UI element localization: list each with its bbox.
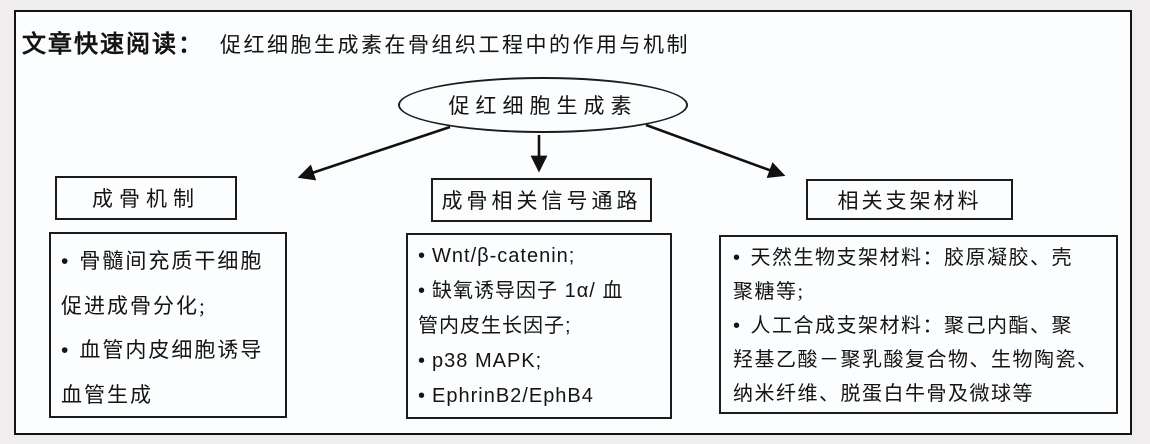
branch-title-signal-pathways: 成骨相关信号通路 xyxy=(431,178,652,222)
detail-box-scaffold-materials: •天然生物支架材料：胶原凝胶、壳 聚糖等; •人工合成支架材料：聚己内酯、聚 羟… xyxy=(719,235,1118,414)
list-item-text: 缺氧诱导因子 1α/ 血 管内皮生长因子; xyxy=(418,280,624,337)
root-node-label: 促红细胞生成素 xyxy=(448,94,638,118)
bullet-icon: • xyxy=(418,280,427,302)
list-item: •EphrinB2/EphB4 xyxy=(418,379,664,414)
bullet-icon: • xyxy=(418,385,427,407)
bullet-icon: • xyxy=(61,250,71,273)
branch-title-label: 成骨机制 xyxy=(92,187,200,211)
list-item: •缺氧诱导因子 1α/ 血 管内皮生长因子; xyxy=(418,274,664,344)
list-item-text: 血管内皮细胞诱导 血管生成 xyxy=(61,338,264,407)
list-item: •血管内皮细胞诱导 血管生成 xyxy=(61,328,277,417)
list-item-text: Wnt/β-catenin; xyxy=(432,245,576,267)
diagram-header: 文章快速阅读： 促红细胞生成素在骨组织工程中的作用与机制 xyxy=(22,24,690,59)
list-item: •p38 MAPK; xyxy=(418,344,664,379)
list-item: •Wnt/β-catenin; xyxy=(418,239,664,274)
branch-title-scaffold-materials: 相关支架材料 xyxy=(806,179,1013,220)
list-item: •天然生物支架材料：胶原凝胶、壳 聚糖等; xyxy=(733,241,1108,309)
bullet-icon: • xyxy=(733,315,742,337)
bullet-icon: • xyxy=(733,247,742,269)
root-node-ellipse: 促红细胞生成素 xyxy=(398,77,688,133)
list-item: •骨髓间充质干细胞 促进成骨分化; xyxy=(61,239,277,328)
branch-title-label: 相关支架材料 xyxy=(837,188,982,213)
bullet-icon: • xyxy=(418,245,427,267)
list-item: •人工合成支架材料：聚己内酯、聚 羟基乙酸－聚乳酸复合物、生物陶瓷、 纳米纤维、… xyxy=(733,309,1108,411)
list-item-text: 骨髓间充质干细胞 促进成骨分化; xyxy=(61,249,264,318)
bullet-icon: • xyxy=(61,339,71,362)
list-item-text: 人工合成支架材料：聚己内酯、聚 羟基乙酸－聚乳酸复合物、生物陶瓷、 纳米纤维、脱… xyxy=(733,315,1099,405)
detail-box-osteogenic-mechanism: •骨髓间充质干细胞 促进成骨分化; •血管内皮细胞诱导 血管生成 xyxy=(49,232,287,418)
list-item-text: p38 MAPK; xyxy=(432,350,543,372)
branch-title-osteogenic-mechanism: 成骨机制 xyxy=(55,176,237,220)
quick-read-label: 文章快速阅读： xyxy=(22,31,204,58)
detail-box-signal-pathways: •Wnt/β-catenin; •缺氧诱导因子 1α/ 血 管内皮生长因子; •… xyxy=(406,233,672,419)
article-title: 促红细胞生成素在骨组织工程中的作用与机制 xyxy=(220,33,690,57)
list-item-text: EphrinB2/EphB4 xyxy=(432,385,594,407)
list-item-text: 天然生物支架材料：胶原凝胶、壳 聚糖等; xyxy=(733,247,1074,303)
branch-title-label: 成骨相关信号通路 xyxy=(441,189,642,213)
bullet-icon: • xyxy=(418,350,427,372)
